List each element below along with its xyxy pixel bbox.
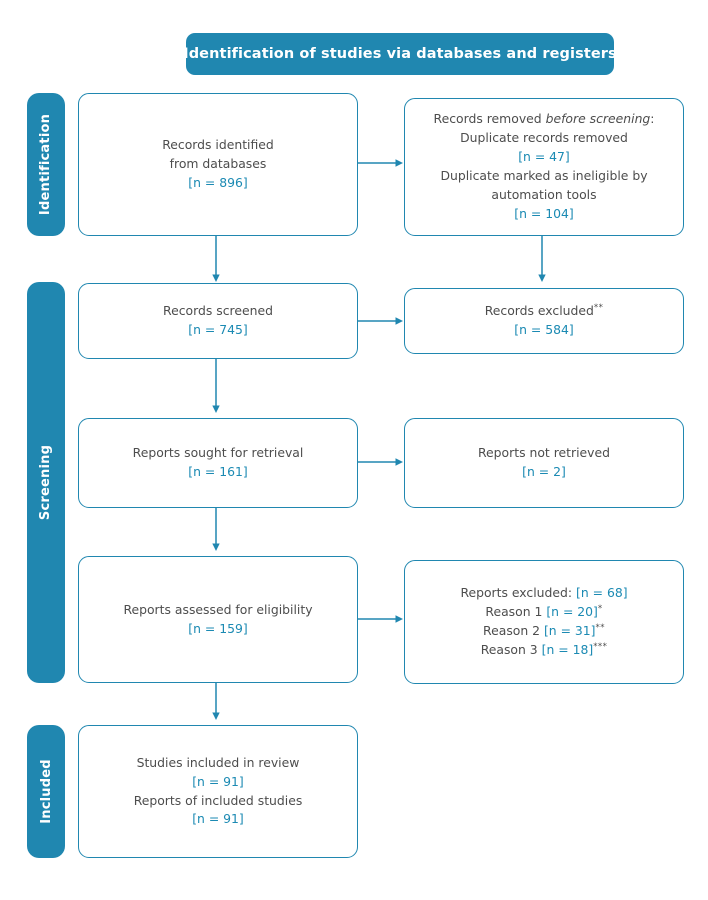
node-studies-included-text: Studies included in review [n = 91] Repo… — [124, 754, 313, 829]
arrow-identified-to-removed-icon — [358, 157, 404, 169]
stage-label-identification: Identification — [38, 113, 54, 216]
line-reports-of-included: Reports of included studies — [133, 792, 303, 808]
node-reports-not-retrieved-text: Reports not retrieved [n = 2] — [468, 444, 620, 482]
line-records-identified: Records identified — [162, 137, 274, 153]
footnote-marker-records-excluded: ** — [593, 303, 604, 314]
stage-bar-included: Included — [27, 725, 65, 858]
arrow-assessed-to-reports-excluded-icon — [358, 613, 404, 625]
node-reports-sought-text: Reports sought for retrieval [n = 161] — [123, 444, 314, 482]
line-reports-not-retrieved: Reports not retrieved — [478, 445, 610, 461]
node-reports-sought: Reports sought for retrieval [n = 161] — [78, 418, 358, 508]
count-reason-2: [n = 31] — [543, 623, 596, 638]
line-records-removed: Records removed — [433, 111, 546, 127]
node-records-identified: Records identified from databases [n = 8… — [78, 93, 358, 236]
diagram-header-banner: Identification of studies via databases … — [183, 33, 617, 75]
count-automation-tools: [n = 104] — [514, 205, 574, 221]
node-records-removed: Records removed before screening: Duplic… — [404, 98, 684, 236]
footnote-marker-reason-1: * — [597, 604, 603, 615]
stage-label-screening: Screening — [38, 444, 54, 521]
node-records-screened-text: Records screened [n = 745] — [153, 302, 283, 340]
arrow-screened-to-excluded-icon — [358, 315, 404, 327]
node-reports-not-retrieved: Reports not retrieved [n = 2] — [404, 418, 684, 508]
line-before-screening-italic: before screening — [545, 111, 651, 127]
arrow-removed-down-icon — [536, 236, 548, 283]
node-records-excluded-text: Records excluded** [n = 584] — [475, 302, 614, 340]
count-reports-of-included: [n = 91] — [192, 811, 244, 827]
node-records-screened: Records screened [n = 745] — [78, 283, 358, 359]
line-from-databases: from databases — [169, 156, 267, 172]
arrow-identified-to-screened-icon — [210, 236, 222, 283]
node-records-removed-text: Records removed before screening: Duplic… — [424, 110, 665, 223]
node-records-identified-text: Records identified from databases [n = 8… — [152, 136, 284, 193]
label-reason-1: Reason 1 — [485, 604, 547, 620]
arrow-sought-to-assessed-icon — [210, 508, 222, 552]
node-reports-assessed-text: Reports assessed for eligibility [n = 15… — [113, 601, 322, 639]
count-reports-sought: [n = 161] — [188, 464, 248, 479]
label-reason-3: Reason 3 — [480, 641, 542, 657]
count-reports-excluded: [n = 68] — [576, 585, 628, 601]
count-reports-assessed: [n = 159] — [188, 620, 248, 636]
stage-bar-screening: Screening — [27, 282, 65, 683]
count-reports-not-retrieved: [n = 2] — [522, 464, 566, 479]
line-reports-sought: Reports sought for retrieval — [132, 445, 304, 461]
diagram-title: Identification of studies via databases … — [183, 46, 617, 62]
arrow-screened-to-sought-icon — [210, 359, 222, 414]
line-duplicate-ineligible: Duplicate marked as ineligible by — [440, 168, 648, 183]
node-studies-included: Studies included in review [n = 91] Repo… — [78, 725, 358, 858]
line-reports-assessed: Reports assessed for eligibility — [123, 601, 313, 617]
line-duplicate-records-removed: Duplicate records removed — [460, 130, 628, 146]
line-studies-included: Studies included in review — [136, 754, 300, 770]
footnote-marker-reason-3: *** — [593, 641, 608, 652]
label-reason-2: Reason 2 — [483, 623, 544, 638]
node-reports-excluded: Reports excluded: [n = 68] Reason 1 [n =… — [404, 560, 684, 684]
count-records-screened: [n = 745] — [188, 322, 248, 337]
line-records-excluded: Records excluded — [484, 303, 594, 319]
line-removed-colon: : — [650, 111, 655, 127]
count-reason-1: [n = 20] — [546, 604, 598, 620]
count-duplicate-records-removed: [n = 47] — [518, 149, 570, 165]
node-reports-assessed: Reports assessed for eligibility [n = 15… — [78, 556, 358, 683]
arrow-assessed-to-included-icon — [210, 683, 222, 721]
node-records-excluded: Records excluded** [n = 584] — [404, 288, 684, 354]
stage-label-included: Included — [38, 759, 54, 824]
count-studies-included: [n = 91] — [192, 773, 244, 789]
count-records-identified: [n = 896] — [188, 174, 248, 190]
count-reason-3: [n = 18] — [541, 641, 594, 657]
count-records-excluded: [n = 584] — [514, 322, 574, 337]
line-automation-tools: automation tools — [491, 186, 597, 202]
stage-bar-identification: Identification — [27, 93, 65, 236]
arrow-sought-to-not-retrieved-icon — [358, 456, 404, 468]
footnote-marker-reason-2: ** — [595, 622, 605, 633]
node-reports-excluded-text: Reports excluded: [n = 68] Reason 1 [n =… — [450, 584, 637, 659]
line-records-screened: Records screened — [163, 303, 273, 319]
label-reports-excluded: Reports excluded: — [460, 585, 576, 601]
